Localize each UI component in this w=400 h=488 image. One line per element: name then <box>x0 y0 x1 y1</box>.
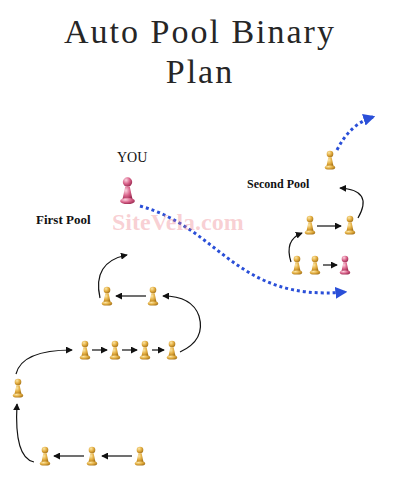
flow-arrow <box>92 349 107 350</box>
pawn <box>310 256 320 275</box>
flow-arrow <box>99 255 127 298</box>
flow-arrow <box>323 264 337 265</box>
pawn <box>167 341 177 360</box>
pawn <box>102 287 112 306</box>
pawn <box>340 256 350 275</box>
pawn <box>148 287 158 306</box>
pawn <box>305 216 315 235</box>
flow-arrows <box>16 188 363 462</box>
flow-arrow <box>54 455 84 456</box>
flow-arrow <box>122 349 137 350</box>
pool-label: First Pool <box>36 212 91 228</box>
pawn <box>40 447 50 466</box>
pawn <box>13 379 23 398</box>
diagram-title: Auto Pool Binary Plan <box>30 12 370 92</box>
watermark: SiteVela.com <box>112 209 244 236</box>
flow-arrow <box>116 295 146 296</box>
move-arrows <box>140 117 373 293</box>
pool-label: Second Pool <box>247 177 309 192</box>
flow-arrow <box>17 404 34 462</box>
flow-arrow <box>16 350 72 374</box>
flow-arrow <box>317 225 341 226</box>
second-pool-pawns <box>292 151 355 275</box>
you-pawn <box>120 177 135 204</box>
pawn <box>140 341 150 360</box>
flow-arrow <box>340 188 363 218</box>
pawn <box>110 341 120 360</box>
pawn <box>87 447 97 466</box>
you-label: YOU <box>117 150 147 166</box>
move-arrow <box>337 117 373 150</box>
pawn <box>345 216 355 235</box>
pawn <box>80 341 90 360</box>
flow-arrow <box>163 296 200 352</box>
pawn <box>135 447 145 466</box>
pawn <box>325 151 335 170</box>
flow-arrow <box>102 455 132 456</box>
flow-arrow <box>152 349 164 350</box>
pawn <box>292 256 302 275</box>
